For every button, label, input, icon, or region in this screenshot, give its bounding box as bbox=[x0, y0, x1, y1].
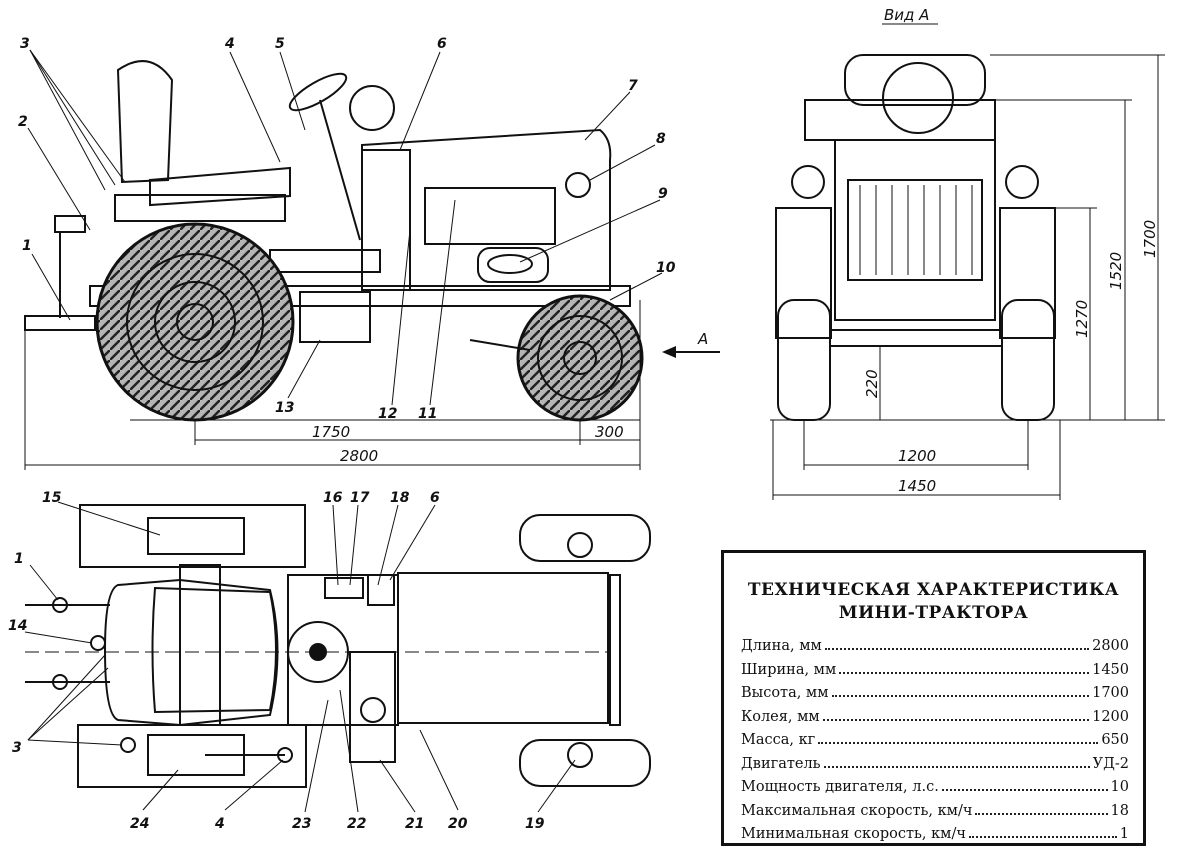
callout-top-22: 22 bbox=[347, 816, 366, 832]
callout-top-18: 18 bbox=[390, 490, 410, 506]
top-view: 1 3 4 6 14 15 16 17 18 19 20 21 22 23 24 bbox=[8, 490, 651, 832]
spec-label: Двигатель bbox=[741, 755, 821, 772]
spec-row-max-speed: Максимальная скорость, км/ч 18 bbox=[741, 803, 1129, 827]
spec-row-height: Высота, мм 1700 bbox=[741, 685, 1129, 709]
spec-label: Мощность двигателя, л.с. bbox=[741, 779, 939, 795]
dim-track: 1200 bbox=[898, 447, 936, 465]
callout-1: 1 bbox=[22, 238, 32, 254]
spec-row-engine: Двигатель УД-2 bbox=[741, 756, 1129, 780]
callout-9: 9 bbox=[658, 186, 668, 202]
spec-value: 10 bbox=[1110, 779, 1129, 795]
callout-top-3: 3 bbox=[12, 740, 22, 756]
spec-label: Высота, мм bbox=[741, 685, 829, 701]
dim-wheelbase: 1750 bbox=[312, 423, 350, 441]
spec-value: 1 bbox=[1119, 826, 1129, 842]
spec-value: 650 bbox=[1101, 732, 1129, 748]
dim-width: 1450 bbox=[898, 477, 936, 495]
callout-12: 12 bbox=[378, 406, 397, 422]
view-arrow-label: А bbox=[697, 330, 708, 348]
callout-6: 6 bbox=[437, 36, 447, 52]
callout-top-17: 17 bbox=[350, 490, 370, 506]
callout-5: 5 bbox=[275, 36, 285, 52]
callout-4: 4 bbox=[224, 36, 235, 52]
front-view: Вид А bbox=[770, 6, 1165, 500]
dim-clearance: 220 bbox=[863, 369, 881, 398]
spec-row-min-speed: Минимальная скорость, км/ч 1 bbox=[741, 826, 1129, 850]
callout-8: 8 bbox=[656, 131, 666, 147]
callout-13: 13 bbox=[275, 400, 294, 416]
spec-title-line1: ТЕХНИЧЕСКАЯ ХАРАКТЕРИСТИКА bbox=[747, 580, 1120, 600]
callout-10: 10 bbox=[656, 260, 676, 276]
view-title: Вид А bbox=[884, 6, 929, 24]
spec-row-width: Ширина, мм 1450 bbox=[741, 662, 1129, 686]
spec-label: Ширина, мм bbox=[741, 661, 837, 678]
callout-top-21: 21 bbox=[405, 816, 424, 832]
dim-height-1700: 1700 bbox=[1141, 220, 1159, 258]
callout-top-24: 24 bbox=[130, 816, 149, 832]
callout-7: 7 bbox=[628, 78, 638, 94]
spec-label: Максимальная скорость, км/ч bbox=[741, 802, 973, 819]
callout-top-23: 23 bbox=[292, 816, 311, 832]
spec-value: 2800 bbox=[1092, 638, 1129, 654]
spec-row-track: Колея, мм 1200 bbox=[741, 709, 1129, 733]
spec-label: Минимальная скорость, км/ч bbox=[741, 826, 966, 842]
callout-11: 11 bbox=[418, 406, 437, 422]
callout-3: 3 bbox=[20, 36, 30, 52]
callout-top-19: 19 bbox=[525, 816, 545, 832]
dim-height-1270: 1270 bbox=[1073, 300, 1091, 338]
callout-top-16: 16 bbox=[323, 490, 343, 506]
dim-length: 2800 bbox=[340, 447, 378, 465]
callout-top-6: 6 bbox=[430, 490, 440, 506]
spec-label: Масса, кг bbox=[741, 732, 816, 748]
spec-value: 18 bbox=[1110, 802, 1129, 819]
spec-value: 1700 bbox=[1092, 685, 1129, 701]
callout-top-20: 20 bbox=[448, 816, 468, 832]
callout-top-14: 14 bbox=[8, 618, 27, 634]
spec-rows: Длина, мм 2800 Ширина, мм 1450 Высота, мм 1… bbox=[741, 638, 1129, 850]
dim-height-1520: 1520 bbox=[1107, 252, 1125, 290]
dim-overhang: 300 bbox=[595, 423, 624, 441]
callout-2: 2 bbox=[18, 114, 28, 130]
callout-top-15: 15 bbox=[42, 490, 62, 506]
spec-label: Длина, мм bbox=[741, 638, 822, 654]
spec-row-power: Мощность двигателя, л.с. 10 bbox=[741, 779, 1129, 803]
callout-top-1: 1 bbox=[14, 551, 24, 567]
spec-title-line2: МИНИ-ТРАКТОРА bbox=[838, 603, 1029, 623]
spec-value: УД-2 bbox=[1092, 755, 1129, 772]
spec-value: 1450 bbox=[1092, 661, 1129, 678]
spec-value: 1200 bbox=[1092, 708, 1129, 725]
spec-table: ТЕХНИЧЕСКАЯ ХАРАКТЕРИСТИКА МИНИ-ТРАКТОРА… bbox=[721, 550, 1146, 846]
callout-top-4: 4 bbox=[214, 816, 225, 832]
spec-label: Колея, мм bbox=[741, 708, 820, 725]
side-view: 1750 2800 300 А 1 2 3 4 5 6 bbox=[18, 36, 720, 470]
spec-row-length: Длина, мм 2800 bbox=[741, 638, 1129, 662]
spec-row-mass: Масса, кг 650 bbox=[741, 732, 1129, 756]
